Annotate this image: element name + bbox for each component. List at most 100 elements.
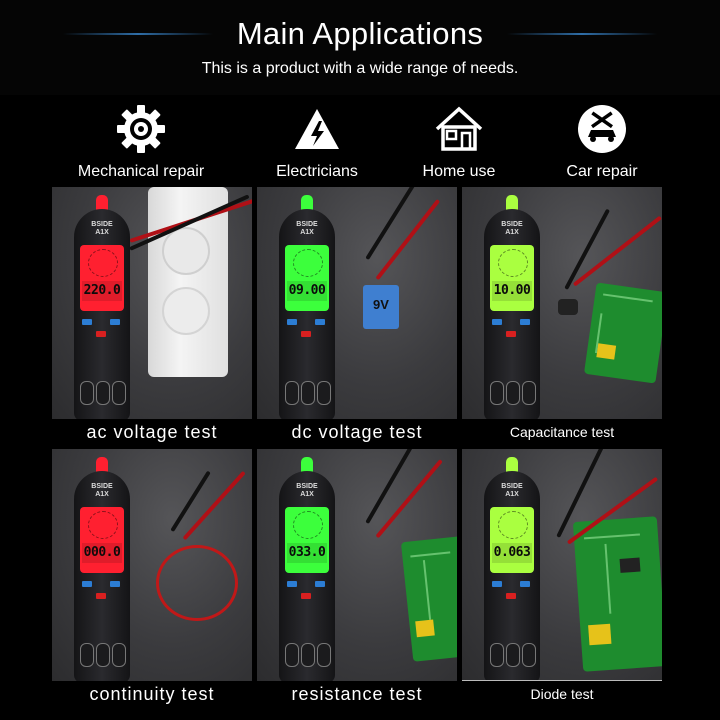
title-rule-left bbox=[62, 33, 213, 35]
probe-tip bbox=[506, 195, 518, 213]
brand-label: BSIDE bbox=[501, 221, 523, 228]
probe-tip bbox=[96, 195, 108, 213]
lcd-reading: 10.00 bbox=[492, 281, 532, 301]
car-repair-icon bbox=[576, 103, 628, 155]
hold-button[interactable] bbox=[301, 381, 315, 405]
lcd-screen: 220.0 bbox=[80, 245, 124, 311]
lcd-reading: 220.0 bbox=[82, 281, 122, 301]
lcd-screen: 000.0 bbox=[80, 507, 124, 573]
application-label: Mechanical repair bbox=[77, 163, 205, 180]
brand-label: BSIDE bbox=[501, 483, 523, 490]
probe-tip bbox=[506, 457, 518, 475]
hold-button[interactable] bbox=[301, 643, 315, 667]
house-icon bbox=[433, 103, 485, 155]
probe-tip bbox=[96, 457, 108, 475]
test-lead-black bbox=[170, 470, 211, 533]
capacitor bbox=[558, 299, 578, 315]
applications-row: Mechanical repair Electricians Home use bbox=[0, 95, 720, 187]
hold-button[interactable] bbox=[506, 381, 520, 405]
test-lead-black bbox=[365, 187, 417, 261]
test-lead-red bbox=[182, 470, 246, 541]
lcd-screen: 0.063 bbox=[490, 507, 534, 573]
application-label: Car repair bbox=[566, 163, 638, 180]
model-label: A1X bbox=[505, 491, 519, 498]
probe-tip bbox=[301, 457, 313, 475]
high-voltage-icon bbox=[291, 103, 343, 155]
circuit-board bbox=[583, 282, 662, 384]
light-button[interactable] bbox=[522, 643, 536, 667]
test-lead-red bbox=[375, 198, 441, 281]
application-electricians: Electricians bbox=[232, 103, 402, 181]
test-caption: continuity test bbox=[52, 681, 252, 707]
model-label: A1X bbox=[95, 229, 109, 236]
hold-button[interactable] bbox=[96, 381, 110, 405]
function-button[interactable] bbox=[80, 643, 94, 667]
wire-loop bbox=[156, 545, 238, 621]
lcd-screen: 033.0 bbox=[285, 507, 329, 573]
probe-tip bbox=[301, 195, 313, 213]
lcd-reading: 0.063 bbox=[492, 543, 532, 563]
power-strip bbox=[148, 187, 228, 377]
test-lead-black bbox=[564, 208, 611, 290]
test-caption: ac voltage test bbox=[52, 419, 252, 445]
gear-icon bbox=[115, 103, 167, 155]
lcd-reading: 033.0 bbox=[287, 543, 327, 563]
title-rule-right bbox=[507, 33, 658, 35]
test-caption: resistance test bbox=[257, 681, 457, 707]
page-subtitle: This is a product with a wide range of n… bbox=[201, 60, 519, 77]
test-caption: dc voltage test bbox=[257, 419, 457, 445]
brand-label: BSIDE bbox=[91, 483, 113, 490]
model-label: A1X bbox=[505, 229, 519, 236]
hold-button[interactable] bbox=[96, 643, 110, 667]
circuit-board bbox=[400, 536, 457, 662]
application-label: Electricians bbox=[276, 163, 358, 180]
lcd-screen: 10.00 bbox=[490, 245, 534, 311]
application-label: Home use bbox=[422, 163, 496, 180]
header: Main Applications This is a product with… bbox=[0, 0, 720, 95]
brand-label: BSIDE bbox=[296, 221, 318, 228]
brand-label: BSIDE bbox=[296, 483, 318, 490]
function-button[interactable] bbox=[285, 643, 299, 667]
page-title: Main Applications bbox=[236, 16, 484, 51]
lcd-screen: 09.00 bbox=[285, 245, 329, 311]
test-caption: Capacitance test bbox=[462, 419, 662, 445]
light-button[interactable] bbox=[317, 643, 331, 667]
brand-label: BSIDE bbox=[91, 221, 113, 228]
test-caption: Diode test bbox=[462, 680, 662, 707]
battery-label: 9V bbox=[373, 297, 389, 312]
application-car-repair: Car repair bbox=[517, 103, 687, 181]
model-label: A1X bbox=[300, 229, 314, 236]
function-button[interactable] bbox=[285, 381, 299, 405]
function-button[interactable] bbox=[80, 381, 94, 405]
application-mechanical-repair: Mechanical repair bbox=[56, 103, 226, 181]
test-lead-black bbox=[365, 449, 414, 524]
function-button[interactable] bbox=[490, 643, 504, 667]
battery-9v: 9V bbox=[363, 285, 399, 329]
light-button[interactable] bbox=[112, 381, 126, 405]
lcd-reading: 000.0 bbox=[82, 543, 122, 563]
function-button[interactable] bbox=[490, 381, 504, 405]
model-label: A1X bbox=[300, 491, 314, 498]
hold-button[interactable] bbox=[506, 643, 520, 667]
light-button[interactable] bbox=[522, 381, 536, 405]
light-button[interactable] bbox=[317, 381, 331, 405]
lcd-reading: 09.00 bbox=[287, 281, 327, 301]
light-button[interactable] bbox=[112, 643, 126, 667]
